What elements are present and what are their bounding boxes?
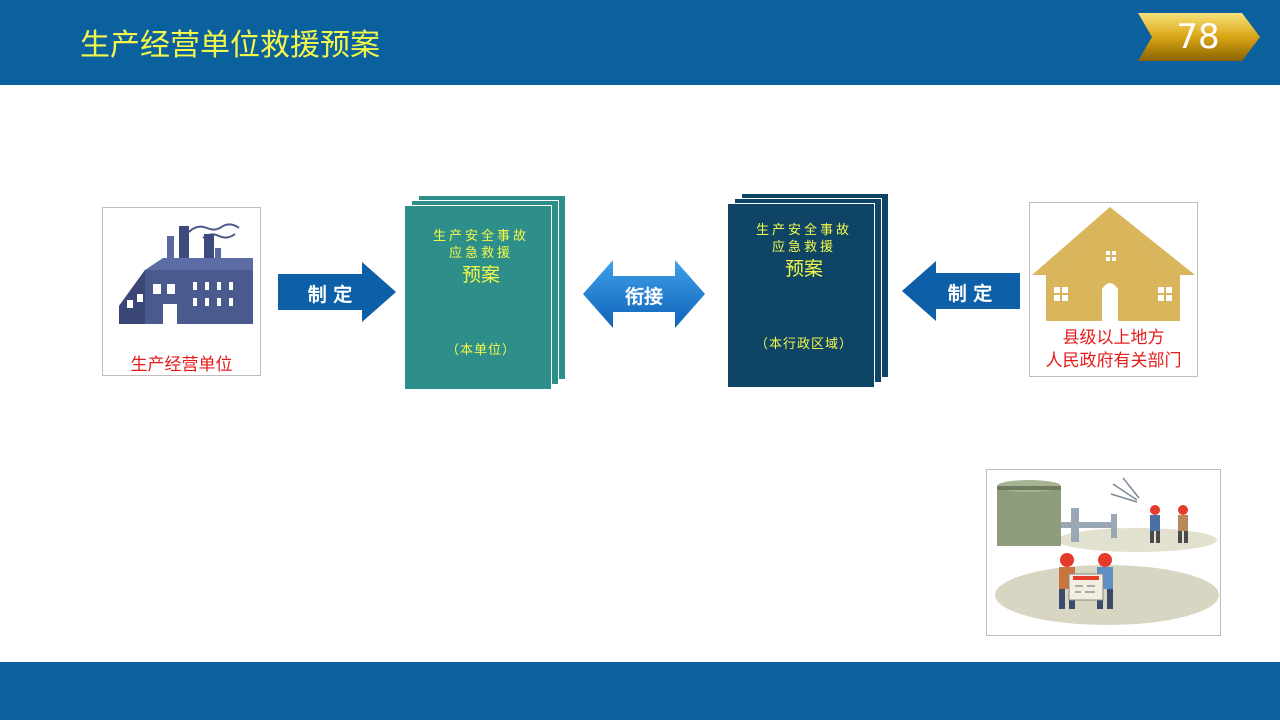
arrow-left-label: 制 定 (307, 284, 353, 306)
worker-illustration (986, 469, 1221, 636)
house-icon (1032, 207, 1195, 321)
doc-unit-line1: 生产安全事故 (432, 229, 529, 244)
doc-region-scope: （本行政区域） (754, 337, 853, 352)
doc-unit-scope: （本单位） (445, 343, 516, 358)
factory-card: 生产经营单位 (102, 207, 261, 376)
factory-caption: 生产经营单位 (130, 355, 233, 375)
footer-bar (0, 662, 1280, 720)
doc-unit-line2: 应急救援 (448, 246, 513, 261)
factory-icon (119, 223, 253, 324)
arrow-right-label: 制 定 (947, 283, 993, 305)
doc-region-line2: 应急救援 (771, 240, 836, 255)
page-number-badge (1138, 13, 1260, 61)
page-number: 78 (1176, 17, 1220, 57)
right-arrow-icon (278, 262, 396, 322)
left-arrow-icon (902, 261, 1020, 321)
double-arrow-icon (583, 260, 705, 328)
gov-caption-line2: 人民政府有关部门 (1045, 351, 1182, 371)
doc-page-front (404, 205, 552, 390)
gov-caption-line1: 县级以上地方 (1062, 328, 1165, 348)
doc-unit-line3: 预案 (461, 264, 500, 286)
page-title: 生产经营单位救援预案 (80, 28, 380, 63)
doc-region-line3: 预案 (784, 258, 823, 280)
government-card: 县级以上地方 人民政府有关部门 (1029, 202, 1198, 377)
region-plan-document: 生产安全事故 应急救援 预案 （本行政区域） (727, 193, 891, 388)
doc-page-front (727, 203, 875, 388)
unit-plan-document: 生产安全事故 应急救援 预案 （本单位） (404, 195, 568, 390)
doc-region-line1: 生产安全事故 (755, 223, 852, 238)
header-bar (0, 0, 1280, 85)
worker-scene-image (995, 477, 1219, 625)
connector-label: 衔接 (624, 286, 663, 308)
